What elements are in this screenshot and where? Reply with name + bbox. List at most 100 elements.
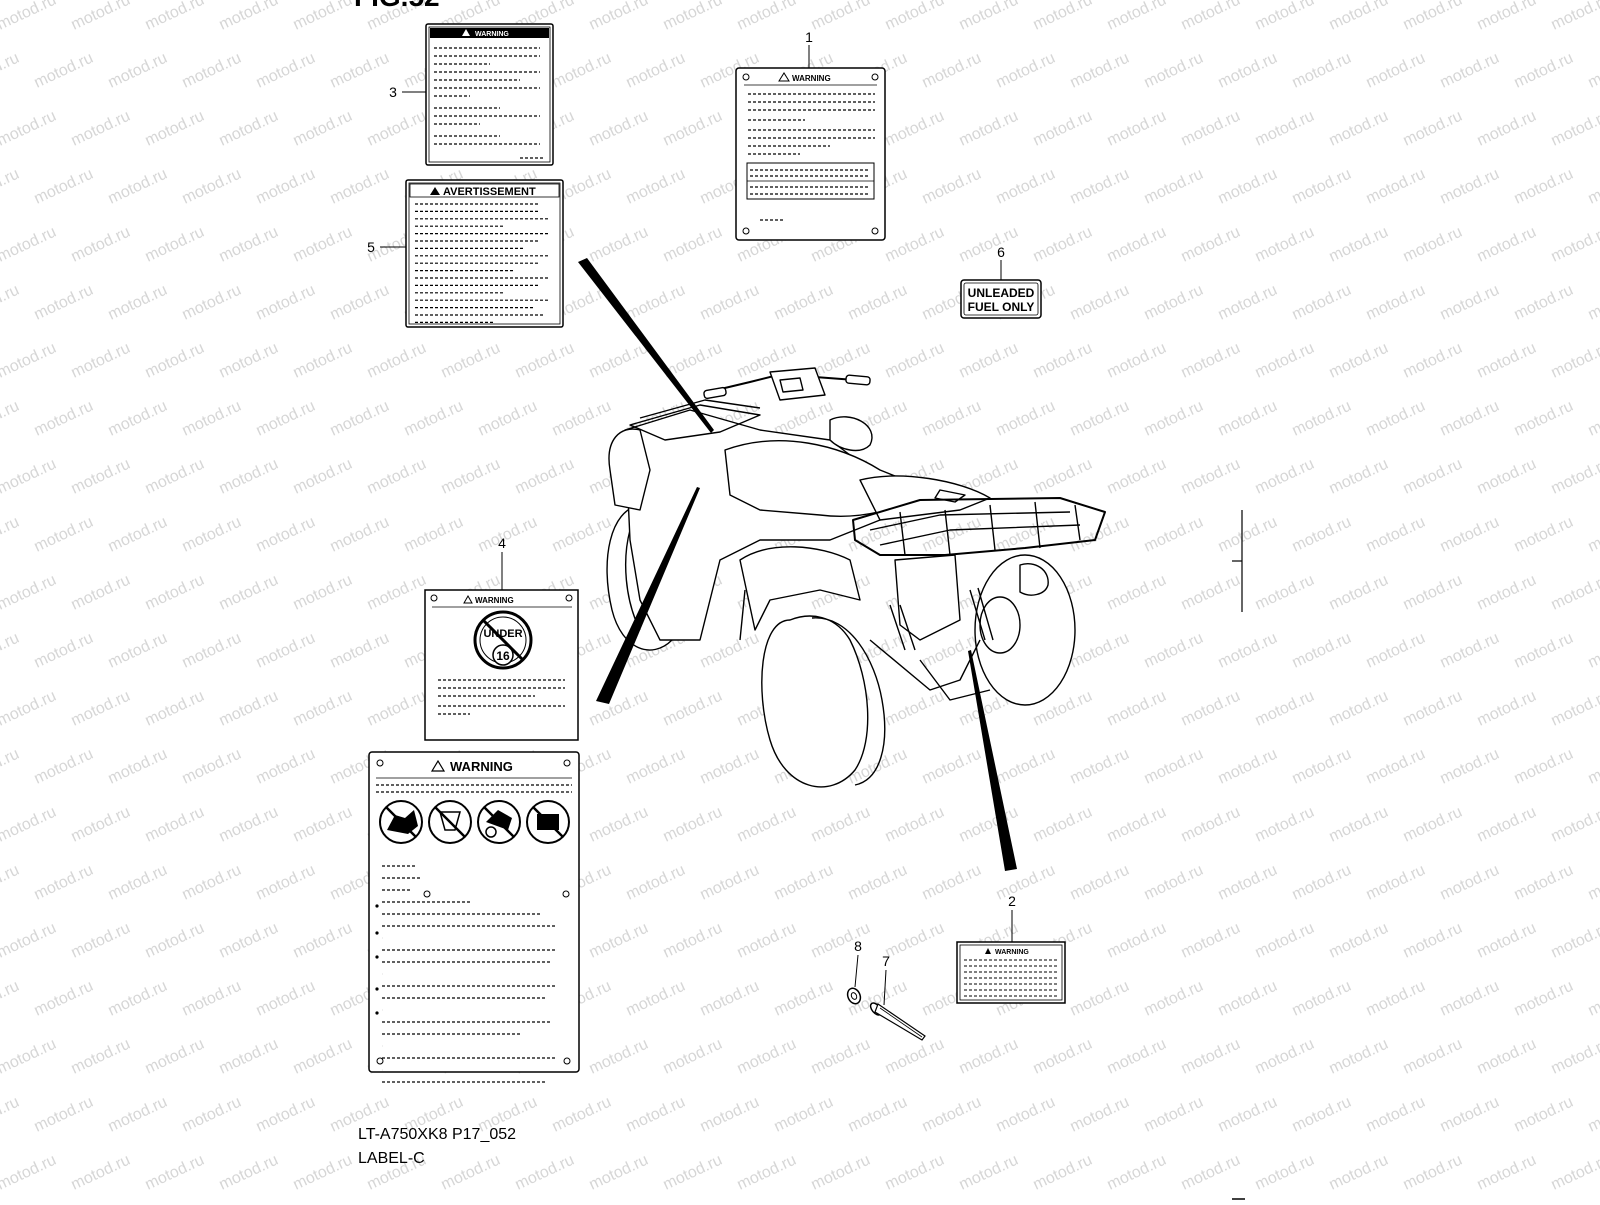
watermark-text: motod.ru bbox=[587, 1152, 651, 1194]
watermark-text: motod.ru bbox=[143, 340, 207, 382]
watermark-text: motod.ru bbox=[1512, 862, 1576, 904]
watermark-text: motod.ru bbox=[1438, 746, 1502, 788]
watermark-text: motod.ru bbox=[1512, 50, 1576, 92]
watermark-text: motod.ru bbox=[0, 978, 22, 1020]
watermark-text: motod.ru bbox=[0, 456, 59, 498]
watermark-text: motod.ru bbox=[735, 920, 799, 962]
watermark-text: motod.ru bbox=[1216, 50, 1280, 92]
watermark-text: motod.ru bbox=[1586, 50, 1600, 92]
callout-1[interactable]: 1 bbox=[805, 29, 813, 45]
assembly-bracket bbox=[1232, 510, 1243, 612]
watermark-text: motod.ru bbox=[1327, 340, 1391, 382]
watermark-text: motod.ru bbox=[291, 1036, 355, 1078]
label-5-avertissement-decal[interactable]: AVERTISSEMENT bbox=[405, 179, 564, 328]
watermark-text: motod.ru bbox=[32, 166, 96, 208]
watermark-text: motod.ru bbox=[1179, 920, 1243, 962]
watermark-text: motod.ru bbox=[254, 1094, 318, 1136]
watermark-text: motod.ru bbox=[106, 166, 170, 208]
callout-5[interactable]: 5 bbox=[367, 239, 375, 255]
watermark-text: motod.ru bbox=[661, 0, 725, 34]
watermark-text: motod.ru bbox=[328, 282, 392, 324]
label-6-fuel-decal[interactable]: UNLEADED FUEL ONLY bbox=[960, 279, 1042, 319]
watermark-text: motod.ru bbox=[1179, 224, 1243, 266]
watermark-text: motod.ru bbox=[1401, 688, 1465, 730]
part-7-rivet[interactable] bbox=[868, 1001, 926, 1041]
watermark-text: motod.ru bbox=[1253, 804, 1317, 846]
watermark-text: motod.ru bbox=[994, 862, 1058, 904]
watermark-text: motod.ru bbox=[1216, 166, 1280, 208]
watermark-text: motod.ru bbox=[1364, 398, 1428, 440]
watermark-text: motod.ru bbox=[1216, 398, 1280, 440]
watermark-text: motod.ru bbox=[106, 746, 170, 788]
callout-4[interactable]: 4 bbox=[498, 535, 506, 551]
watermark-text: motod.ru bbox=[0, 398, 22, 440]
watermark-text: motod.ru bbox=[994, 166, 1058, 208]
no-passenger-icon bbox=[379, 800, 423, 844]
watermark-text: motod.ru bbox=[883, 340, 947, 382]
watermark-text: motod.ru bbox=[1253, 1152, 1317, 1194]
label-4-warning-decal[interactable]: WARNING UNDER 16 WARNING bbox=[368, 589, 580, 1083]
watermark-text: motod.ru bbox=[957, 108, 1021, 150]
watermark-text: motod.ru bbox=[69, 0, 133, 34]
watermark-text: motod.ru bbox=[69, 804, 133, 846]
watermark-text: motod.ru bbox=[1549, 1152, 1600, 1194]
callout-3[interactable]: 3 bbox=[389, 84, 397, 100]
watermark-text: motod.ru bbox=[1105, 1036, 1169, 1078]
watermark-text: motod.ru bbox=[883, 688, 947, 730]
callout-8[interactable]: 8 bbox=[854, 938, 862, 954]
watermark-text: motod.ru bbox=[550, 50, 614, 92]
watermark-text: motod.ru bbox=[624, 978, 688, 1020]
watermark-text: motod.ru bbox=[920, 746, 984, 788]
watermark-text: motod.ru bbox=[1327, 0, 1391, 34]
callout-6[interactable]: 6 bbox=[997, 244, 1005, 260]
model-code-caption: LT-A750XK8 P17_052 bbox=[358, 1126, 517, 1143]
watermark-text: motod.ru bbox=[1253, 1036, 1317, 1078]
watermark-text: motod.ru bbox=[698, 746, 762, 788]
watermark-text: motod.ru bbox=[809, 1036, 873, 1078]
watermark-text: motod.ru bbox=[1253, 224, 1317, 266]
watermark-text: motod.ru bbox=[698, 1094, 762, 1136]
label-1-warning-decal[interactable]: WARNING bbox=[735, 67, 886, 241]
watermark-text: motod.ru bbox=[439, 456, 503, 498]
watermark-text: motod.ru bbox=[0, 746, 22, 788]
watermark-text: motod.ru bbox=[550, 514, 614, 556]
watermark-text: motod.ru bbox=[661, 688, 725, 730]
watermark-text: motod.ru bbox=[143, 0, 207, 34]
part-8-washer[interactable] bbox=[845, 986, 863, 1006]
label-2-warning-decal[interactable]: WARNING bbox=[956, 941, 1066, 1004]
watermark-text: motod.ru bbox=[1475, 1036, 1539, 1078]
watermark-text: motod.ru bbox=[994, 1094, 1058, 1136]
watermark-text: motod.ru bbox=[1142, 630, 1206, 672]
watermark-text: motod.ru bbox=[1475, 456, 1539, 498]
watermark-text: motod.ru bbox=[328, 398, 392, 440]
watermark-text: motod.ru bbox=[69, 224, 133, 266]
label-2-heading: WARNING bbox=[995, 949, 1029, 956]
watermark-text: motod.ru bbox=[143, 572, 207, 614]
watermark-text: motod.ru bbox=[1068, 282, 1132, 324]
label-3-warning-decal[interactable]: WARNING bbox=[425, 23, 554, 166]
watermark-text: motod.ru bbox=[1142, 1094, 1206, 1136]
watermark-text: motod.ru bbox=[328, 630, 392, 672]
watermark-text: motod.ru bbox=[735, 804, 799, 846]
warning-triangle-icon bbox=[985, 948, 991, 954]
watermark-text: motod.ru bbox=[994, 746, 1058, 788]
watermark-text: motod.ru bbox=[698, 978, 762, 1020]
callout-2[interactable]: 2 bbox=[1008, 893, 1016, 909]
watermark-text: motod.ru bbox=[1179, 1036, 1243, 1078]
watermark-text: motod.ru bbox=[624, 1094, 688, 1136]
watermark-text: motod.ru bbox=[809, 920, 873, 962]
watermark-text: motod.ru bbox=[1364, 1094, 1428, 1136]
watermark-text: motod.ru bbox=[1327, 224, 1391, 266]
watermark-text: motod.ru bbox=[1549, 920, 1600, 962]
watermark-text: motod.ru bbox=[1179, 108, 1243, 150]
callout-7[interactable]: 7 bbox=[882, 953, 890, 969]
watermark-text: motod.ru bbox=[1586, 630, 1600, 672]
watermark-text: motod.ru bbox=[1475, 804, 1539, 846]
watermark-text: motod.ru bbox=[1401, 920, 1465, 962]
watermark-text: motod.ru bbox=[106, 514, 170, 556]
watermark-text: motod.ru bbox=[1253, 456, 1317, 498]
watermark-text: motod.ru bbox=[32, 50, 96, 92]
watermark-text: motod.ru bbox=[1438, 978, 1502, 1020]
watermark-text: motod.ru bbox=[1327, 688, 1391, 730]
